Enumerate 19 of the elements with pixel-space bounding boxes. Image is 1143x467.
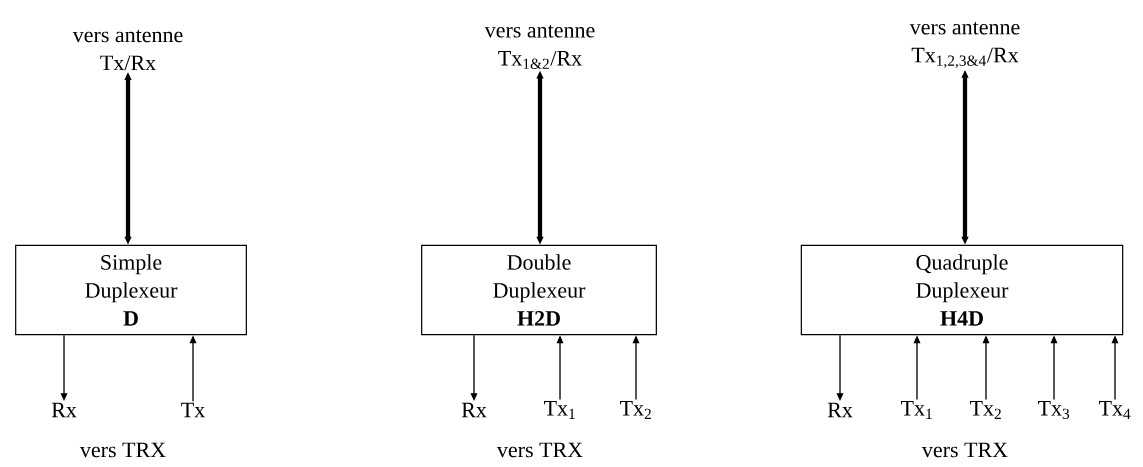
caption-text: vers TRX	[79, 442, 166, 458]
antenna-label: vers antenne Tx$_{1&2}$/Rx	[484, 25, 595, 69]
duplexer-box: Double Duplexeur H2D	[421, 244, 657, 336]
port-label: Rx	[827, 402, 853, 418]
caption-text: vers TRX	[496, 442, 583, 458]
duplexer-box: Simple Duplexeur D	[15, 244, 247, 336]
port-label: Tx$_{2}$	[620, 401, 651, 419]
port-label: Tx	[181, 402, 205, 418]
port-label: Rx	[51, 402, 77, 418]
port-label: Tx$_{1}$	[544, 401, 575, 419]
port-label: Rx	[461, 402, 487, 418]
duplexer-box: Quadruple Duplexeur H4D	[800, 244, 1124, 336]
antenna-label: vers antenne Tx$_{1,2,3&4}$/Rx	[909, 21, 1020, 69]
port-label: Tx$_{1}$	[901, 401, 932, 419]
port-label: Tx$_{4}$	[1099, 401, 1131, 419]
port-label: Tx$_{2}$	[970, 401, 1001, 419]
antenna-label: vers antenne Tx/Rx	[72, 29, 183, 71]
caption-text: vers TRX	[921, 442, 1008, 458]
port-label: Tx$_{3}$	[1038, 401, 1070, 419]
